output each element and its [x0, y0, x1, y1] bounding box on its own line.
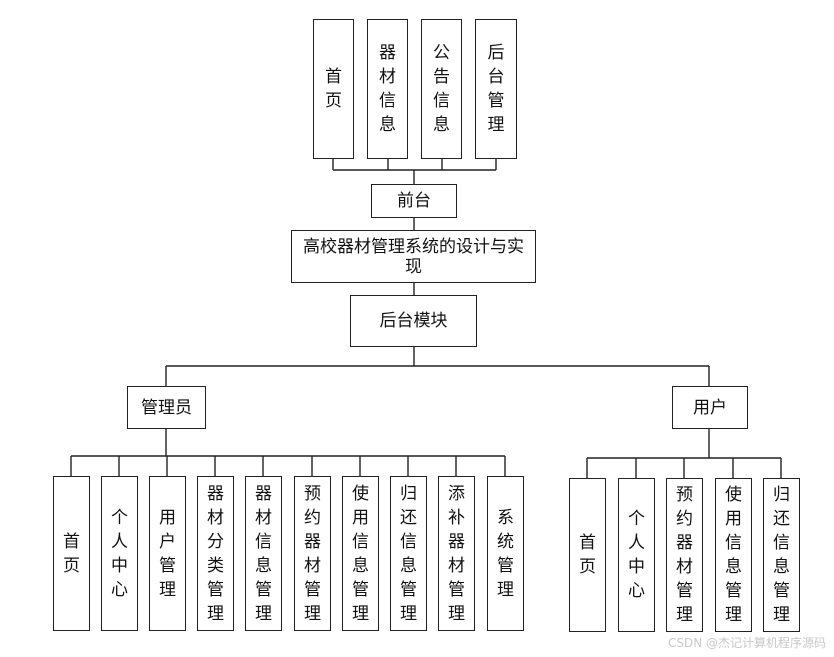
- user-module-personal-center: 个人中心: [618, 478, 655, 632]
- watermark: CSDN @杰记计算机程序源码: [667, 636, 826, 650]
- admin-module-equipment-management: 器材信息管理: [245, 476, 282, 631]
- admin-module-system-management: 系统管理: [487, 476, 524, 631]
- user-module-usage-management: 使用信息管理: [715, 478, 752, 632]
- admin-module-replenish-management: 添补器材管理: [438, 476, 475, 631]
- admin-module-category-management: 器材分类管理: [197, 476, 234, 631]
- user-module-home: 首页: [569, 478, 606, 632]
- system-title-node: 高校器材管理系统的设计与实现: [291, 230, 536, 283]
- user-module-return-management: 归还信息管理: [763, 478, 800, 632]
- admin-module-personal-center: 个人中心: [101, 476, 138, 631]
- admin-module-user-management: 用户管理: [149, 476, 186, 631]
- front-module-backend-admin: 后台管理: [475, 19, 517, 159]
- user-module-reservation-management: 预约器材管理: [666, 478, 703, 632]
- front-module-equipment-info: 器材信息: [367, 19, 408, 159]
- admin-node: 管理员: [127, 386, 206, 429]
- admin-module-reservation-management: 预约器材管理: [294, 476, 331, 631]
- user-node: 用户: [672, 386, 748, 429]
- admin-module-home: 首页: [53, 476, 90, 631]
- admin-module-return-management: 归还信息管理: [390, 476, 427, 631]
- front-module-announcements: 公告信息: [421, 19, 462, 159]
- admin-module-usage-management: 使用信息管理: [342, 476, 379, 631]
- front-module-home: 首页: [313, 19, 354, 159]
- backend-node: 后台模块: [350, 295, 477, 347]
- front-node: 前台: [371, 184, 457, 218]
